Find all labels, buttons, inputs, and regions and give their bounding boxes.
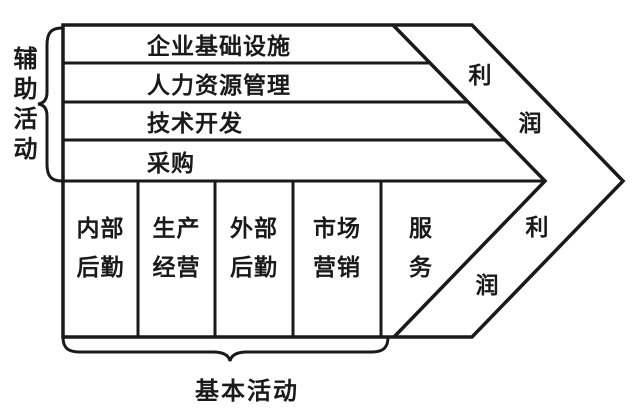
column-label-line: 经营 <box>152 255 201 280</box>
column-label-line: 后勤 <box>76 255 125 280</box>
arrow-outline <box>61 23 626 339</box>
column-label-line: 生产 <box>152 216 201 241</box>
support-row-label-hr: 人力资源管理 <box>147 72 291 98</box>
support-row-label-procurement: 采购 <box>147 150 195 176</box>
profit-label-top-char2: 润 <box>518 111 542 136</box>
primary-activities-label: 基本活动 <box>195 379 299 405</box>
column-label-line: 后勤 <box>230 255 278 280</box>
column-label-line: 内部 <box>76 216 125 241</box>
profit-label-bottom-char1: 利 <box>525 215 549 240</box>
primary-column-outbound-logistics: 外部 后勤 <box>215 209 293 287</box>
profit-label-bottom-char2: 润 <box>475 273 499 298</box>
support-activities-brace <box>37 26 64 183</box>
primary-column-marketing: 市场 营销 <box>293 209 381 287</box>
column-label-line: 市场 <box>313 216 361 241</box>
column-label-line: 服 <box>409 216 433 241</box>
primary-column-service: 服 务 <box>381 209 461 287</box>
support-row-label-technology: 技术开发 <box>147 111 243 136</box>
support-row-label-infrastructure: 企业基础设施 <box>147 34 291 59</box>
primary-column-operations: 生产 经营 <box>138 209 215 287</box>
profit-label-top-char1: 利 <box>468 63 492 88</box>
column-label-line: 外部 <box>230 216 278 241</box>
primary-activities-brace <box>61 335 390 362</box>
primary-column-inbound-logistics: 内部 后勤 <box>63 209 138 287</box>
column-label-line: 营销 <box>313 255 361 280</box>
support-activities-label: 辅助活动 <box>9 46 35 166</box>
column-label-line: 务 <box>409 255 433 280</box>
